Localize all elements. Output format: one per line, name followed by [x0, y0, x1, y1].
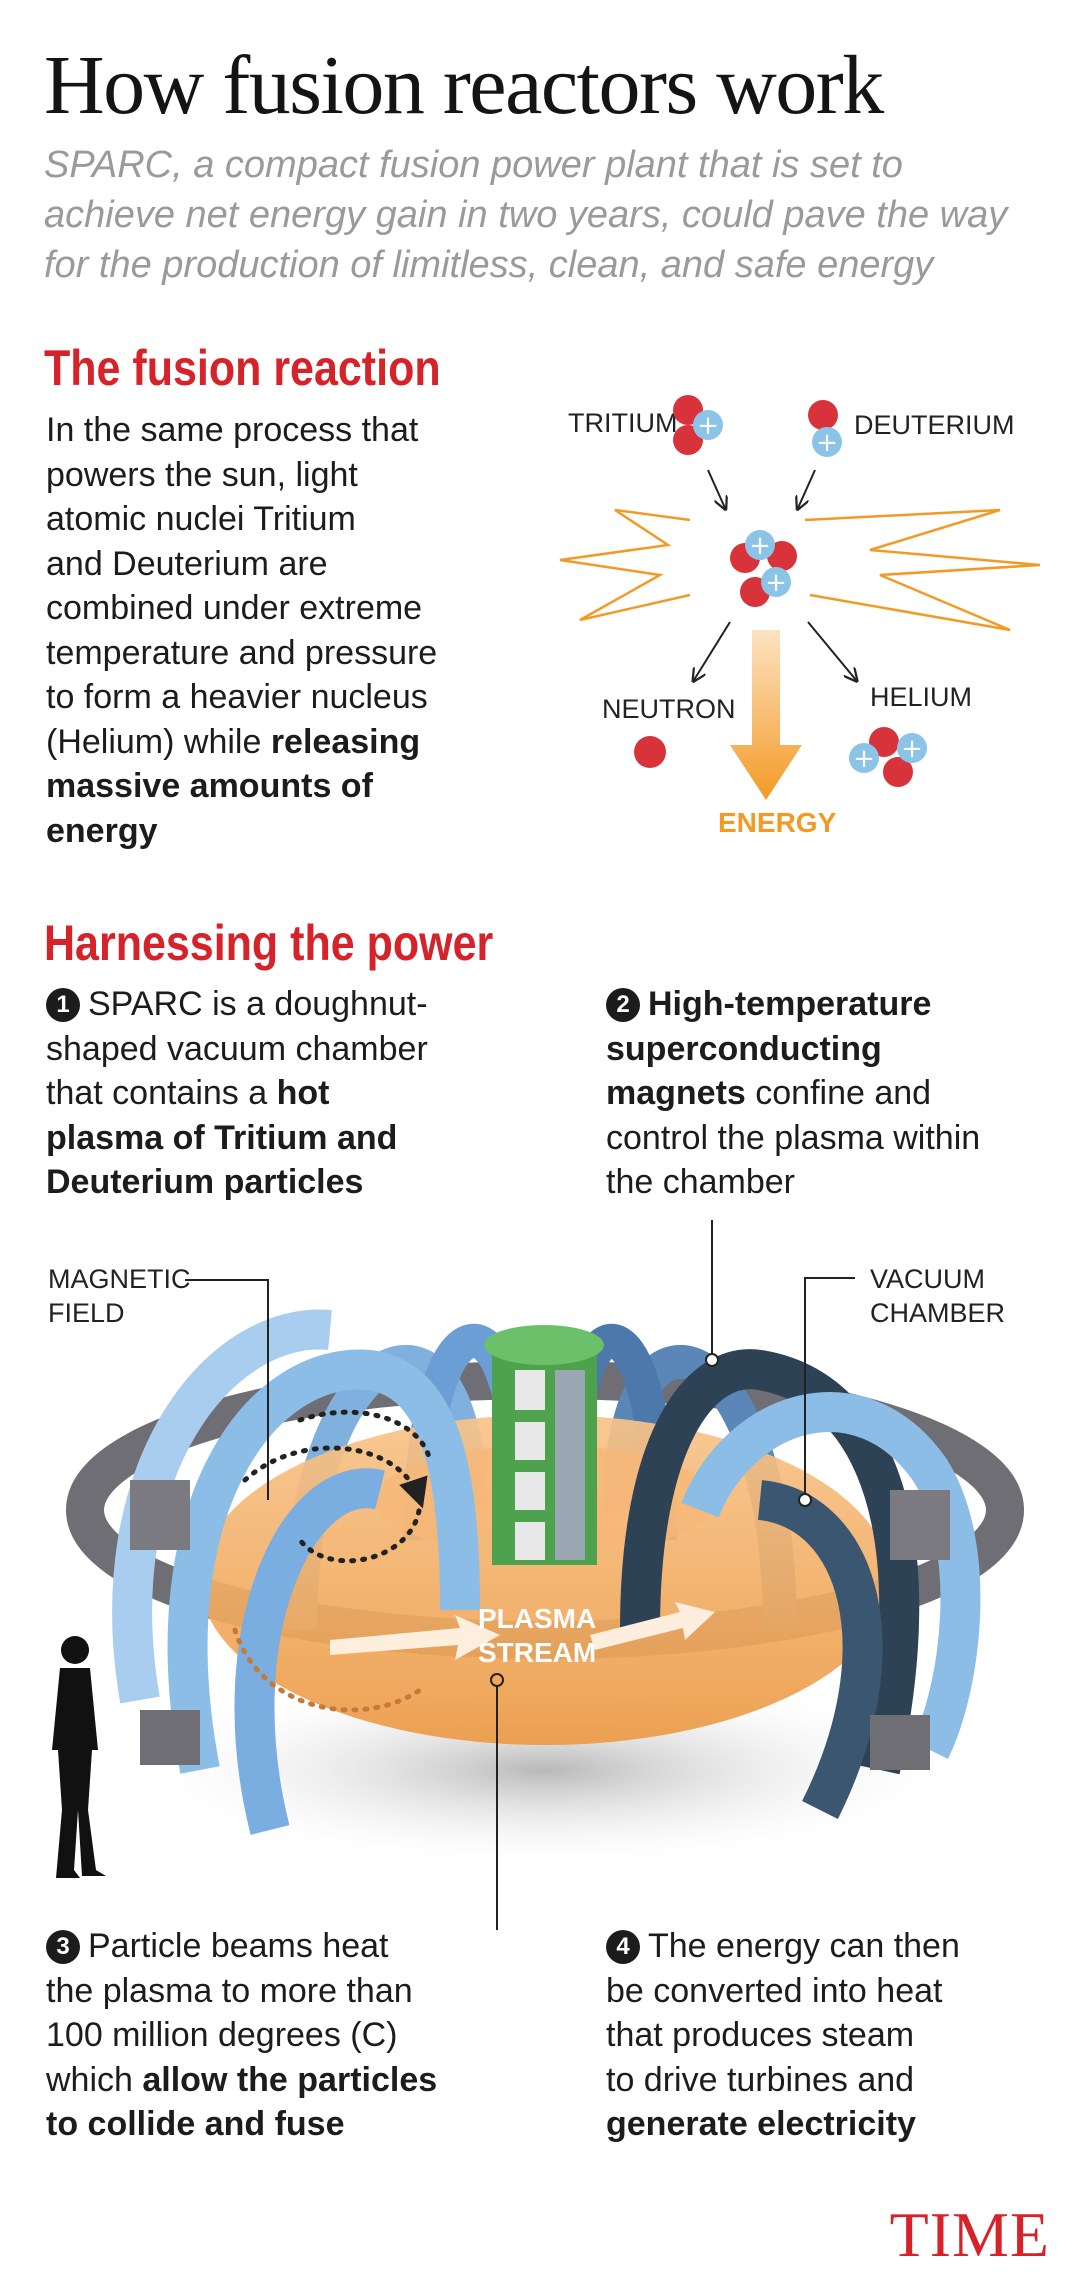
energy-burst-right: [804, 508, 1041, 632]
tokamak-diagram: PLASMA STREAM MAGNETIC FIELD VACUUM CHAM…: [48, 1220, 1024, 1930]
plasma-label-line2: STREAM: [478, 1637, 596, 1668]
step-number: 1: [46, 988, 80, 1022]
svg-text:+: +: [816, 428, 838, 458]
text-bold: generate electricity: [606, 2105, 916, 2143]
text-line: atomic nuclei Tritium: [46, 500, 356, 538]
magnetic-field-label-line1: MAGNETIC: [48, 1264, 191, 1294]
text-plain: SPARC is a doughnut-: [88, 985, 428, 1023]
fusion-reaction-diagram: TRITIUM DEUTERIUM NEUTRON HELIUM ENERGY …: [559, 395, 1041, 838]
front-left-coils: [112, 1309, 480, 1835]
tritium-nucleus: +: [673, 395, 723, 455]
fusion-heading: The fusion reaction: [44, 340, 441, 396]
text-bold: Deuterium particles: [46, 1163, 364, 1201]
text-bold: massive amounts of: [46, 767, 373, 805]
text-plain: which: [46, 2060, 143, 2099]
text-line: plasma of Tritium and: [46, 1116, 428, 1161]
text-bold: to collide and fuse: [46, 2105, 345, 2143]
text-line: temperature and pressure: [46, 633, 438, 672]
time-logo: TIME: [889, 2199, 1050, 2270]
fusion-description: In the same process that powers the sun,…: [46, 408, 437, 853]
text-bold: magnets: [606, 1074, 746, 1112]
text-line: that contains a hot: [46, 1071, 428, 1116]
text-line: magnets confine and: [606, 1071, 980, 1116]
text-line: superconducting: [606, 1027, 980, 1072]
text-line: to collide and fuse: [46, 2102, 437, 2147]
magnetic-field-label-line2: FIELD: [48, 1298, 125, 1328]
text-plain: that contains a: [46, 1074, 277, 1112]
subtitle-line: for the production of limitless, clean, …: [44, 244, 934, 286]
text-line: that produces steam: [606, 2016, 915, 2054]
front-right-coils: [620, 1349, 981, 1819]
deuterium-label: DEUTERIUM: [854, 410, 1015, 440]
text-line: 100 million degrees (C): [46, 2016, 398, 2054]
text-line: combined under extreme: [46, 589, 423, 627]
svg-text:+: +: [697, 411, 719, 441]
magnetic-field-lines: [232, 1409, 433, 1713]
text-line: shaped vacuum chamber: [46, 1029, 428, 1068]
text-line: the plasma to more than: [46, 1971, 413, 2010]
text-plain: confine and: [745, 1074, 932, 1112]
text-plain: (Helium) while: [46, 722, 271, 761]
text-line: be converted into heat: [606, 1971, 943, 2010]
step-number: 4: [606, 1930, 640, 1964]
vacuum-chamber-label-line1: VACUUM: [870, 1264, 985, 1294]
text-plain: Particle beams heat: [88, 1927, 389, 1965]
page-title: How fusion reactors work: [44, 39, 884, 132]
step-number: 2: [606, 988, 640, 1022]
svg-text:+: +: [749, 531, 771, 561]
text-line: the chamber: [606, 1163, 795, 1201]
plasma-label-line1: PLASMA: [478, 1603, 596, 1634]
neutron-particle: [634, 736, 666, 768]
tritium-label: TRITIUM: [568, 408, 677, 438]
text-line: In the same process that: [46, 411, 419, 449]
text-line: (Helium) while releasing: [46, 720, 437, 765]
central-solenoid: [484, 1325, 604, 1565]
text-line: which allow the particles: [46, 2058, 437, 2103]
subtitle: SPARC, a compact fusion power plant that…: [44, 140, 1054, 290]
text-line: massive amounts of: [46, 764, 437, 809]
fusion-cluster: + +: [730, 530, 797, 607]
text-plain: The energy can then: [648, 1927, 960, 1965]
svg-text:+: +: [765, 568, 787, 598]
svg-text:+: +: [853, 744, 875, 774]
text-line: generate electricity: [606, 2102, 960, 2147]
neutron-label: NEUTRON: [602, 694, 736, 724]
text-bold: plasma of Tritium and: [46, 1118, 398, 1157]
subtitle-line: achieve net energy gain in two years, co…: [44, 194, 1008, 236]
text-bold: superconducting: [606, 1029, 882, 1068]
text-bold: High-temperature: [648, 985, 932, 1023]
text-line: to form a heavier nucleus: [46, 678, 428, 716]
text-bold: allow the particles: [142, 2060, 438, 2099]
person-silhouette-icon: [52, 1636, 106, 1878]
text-line: energy: [46, 809, 437, 854]
energy-burst-left: [559, 508, 691, 622]
text-line: control the plasma within: [606, 1118, 981, 1157]
vacuum-chamber-label-line2: CHAMBER: [870, 1298, 1005, 1328]
deuterium-nucleus: +: [808, 400, 842, 458]
helium-label: HELIUM: [870, 682, 972, 712]
text-line: powers the sun, light: [46, 455, 358, 494]
svg-text:+: +: [901, 734, 923, 764]
helium-nucleus: + +: [849, 727, 927, 787]
subtitle-line: SPARC, a compact fusion power plant that…: [44, 144, 903, 186]
step-number: 3: [46, 1930, 80, 1964]
text-line: to drive turbines and: [606, 2060, 915, 2099]
text-bold: hot: [276, 1074, 330, 1112]
energy-arrow: [730, 630, 802, 800]
text-line: and Deuterium are: [46, 544, 328, 583]
power-heading: Harnessing the power: [44, 915, 494, 971]
text-bold: energy: [46, 811, 158, 850]
text-line: Deuterium particles: [46, 1160, 428, 1205]
text-bold: releasing: [270, 722, 421, 761]
energy-label: ENERGY: [718, 807, 837, 838]
